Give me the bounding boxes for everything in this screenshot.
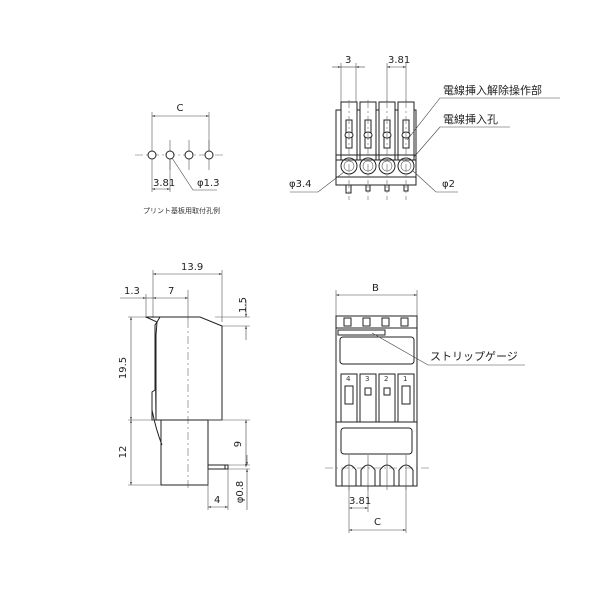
svg-text:4: 4 — [346, 375, 351, 383]
dim-center-label: 7 — [168, 286, 174, 297]
dim-pin-pos-label: 9 — [233, 441, 244, 447]
svg-text:1: 1 — [403, 375, 407, 383]
dim-pitch-label: 3.81 — [349, 496, 371, 507]
dim-pitch-label: 3.81 — [388, 55, 410, 66]
dim-total-label: 13.9 — [181, 262, 203, 273]
top-view: 3 3.81 — [289, 55, 560, 200]
dim-c-label: C — [177, 103, 184, 114]
pole-slot-4: 4 — [340, 373, 358, 423]
dim-step-label: 1.5 — [238, 297, 249, 313]
dim-right-hole-label: φ2 — [442, 179, 455, 190]
front-view: B ストリップゲージ 4 3 2 — [325, 283, 525, 533]
dim-pitch-label: 3.81 — [153, 178, 175, 189]
label-release-part: 電線挿入解除操作部 — [443, 83, 542, 97]
dim-b-label: B — [372, 283, 379, 294]
dim-body-height-label: 19.5 — [118, 357, 129, 379]
pcb-caption: プリント基板用取付孔例 — [143, 206, 220, 215]
dim-offset-label: 1.3 — [124, 286, 140, 297]
dim-pin-height-label: 12 — [118, 446, 129, 459]
pole-slot-1: 1 — [397, 373, 415, 423]
pole-slot-2: 2 — [378, 373, 396, 423]
dim-pin-len-label: 4 — [214, 495, 220, 506]
pole-slot-3: 3 — [359, 373, 377, 423]
label-insert-hole: 電線挿入孔 — [443, 112, 498, 126]
dim-pin-dia-label: φ0.8 — [235, 481, 246, 504]
dim-left-hole-label: φ3.4 — [289, 179, 312, 190]
svg-text:3: 3 — [365, 375, 369, 383]
side-view: 13.9 1.3 7 1.5 19.5 12 9 — [118, 262, 250, 510]
dim-width-label: 3 — [345, 55, 351, 66]
dim-c-label: C — [374, 517, 381, 528]
dim-hole-label: φ1.3 — [197, 178, 220, 189]
svg-text:2: 2 — [384, 375, 388, 383]
pcb-hole-pattern-view: C 3.81 φ1.3 プリント基板用取付孔例 — [135, 103, 225, 215]
label-strip-gauge: ストリップゲージ — [430, 350, 518, 363]
